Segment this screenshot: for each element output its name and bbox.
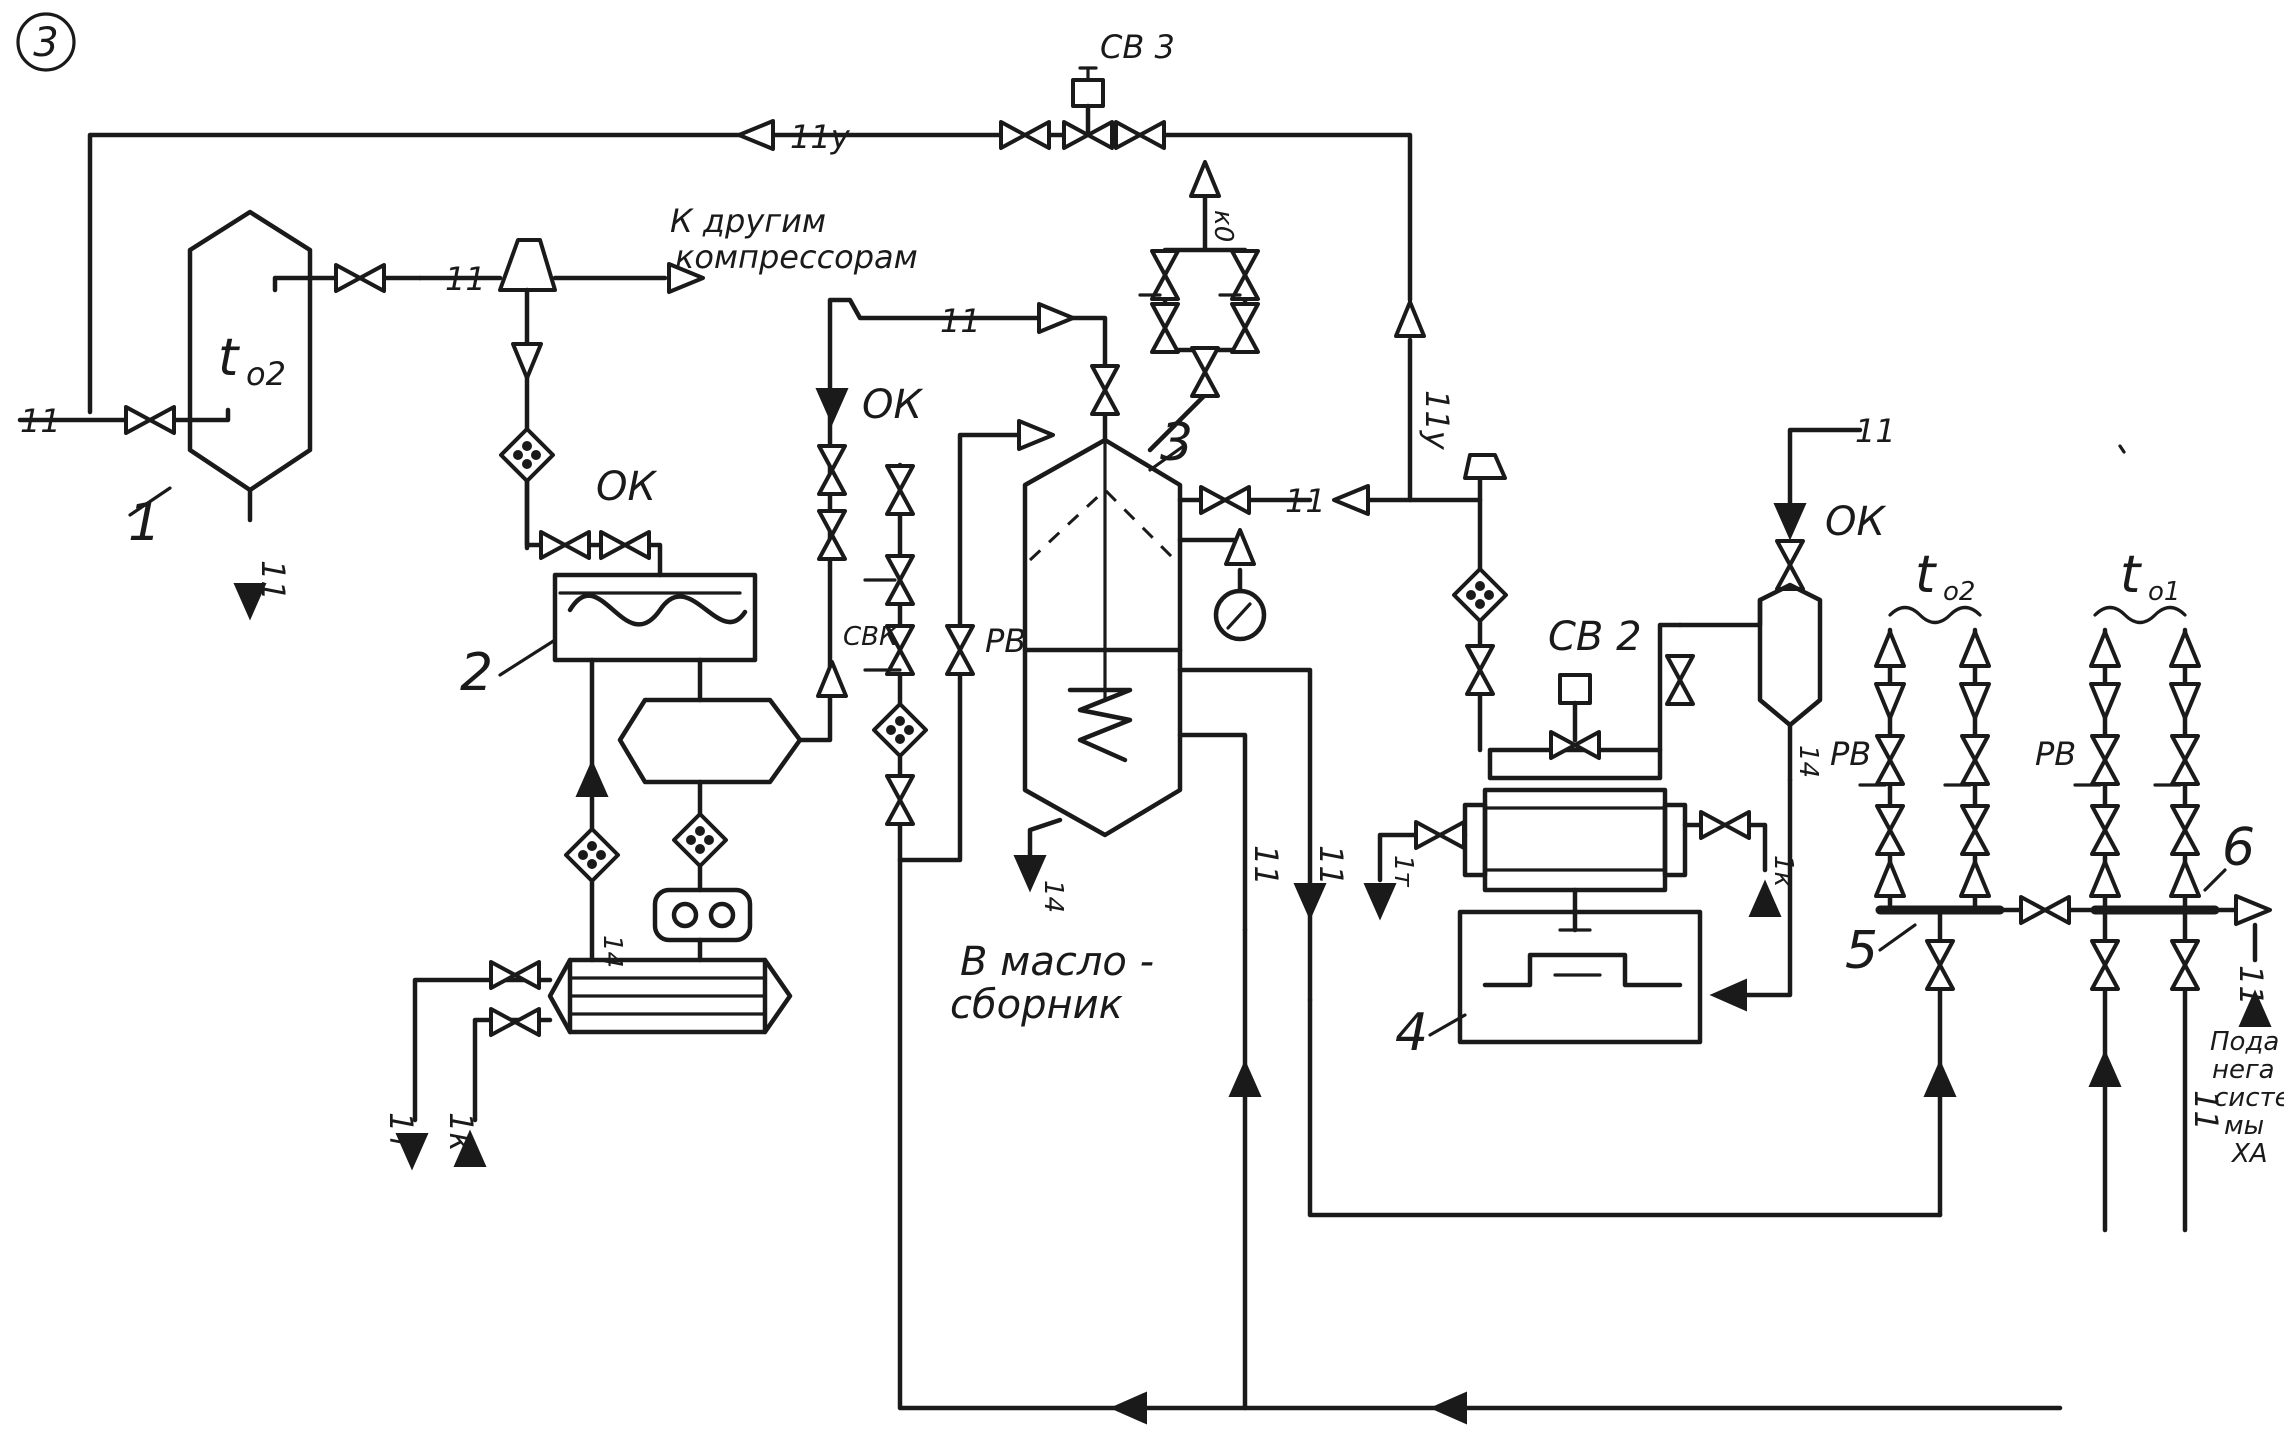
check-valve-ok-b: ОК bbox=[862, 382, 923, 428]
equipment-4-label: 4 bbox=[1395, 1003, 1428, 1063]
stream-11-v4: 11 bbox=[2187, 1090, 2225, 1131]
scan-mark bbox=[2118, 444, 2126, 454]
stream-11-v2: 11 bbox=[1312, 845, 1350, 886]
check-valve-ok-c: ОК bbox=[1825, 499, 1886, 545]
sheet-number-text: 3 bbox=[33, 20, 58, 66]
check-valve-ok-a: ОК bbox=[596, 464, 657, 510]
valve-cvk-label: СВК bbox=[843, 622, 899, 652]
valve-cv2-label: СВ 2 bbox=[1548, 614, 1642, 660]
svg-text:к0: к0 bbox=[1208, 210, 1238, 242]
svg-text:ХА: ХА bbox=[2230, 1139, 2268, 1169]
supply-note: Пода нега систе мы ХА bbox=[2210, 1027, 2284, 1169]
stream-11-right-top: 11 bbox=[1855, 412, 1896, 450]
svg-text:нега: нега bbox=[2212, 1055, 2275, 1085]
bypass-cvk-branch: СВК РВ bbox=[843, 419, 1055, 863]
stream-14-a: 14 bbox=[597, 935, 627, 968]
regulating-valve-pv-c: РВ bbox=[2035, 735, 2076, 773]
equipment-3-label: 3 bbox=[1160, 413, 1193, 473]
stream-11-v1: 11 bbox=[1247, 845, 1285, 886]
temp-to1-right-sub: o1 bbox=[2148, 577, 2180, 607]
safety-valve-cluster: к0 bbox=[1138, 160, 1260, 453]
stream-11-top1: 11 bbox=[445, 260, 486, 298]
temp-to2-label: t bbox=[218, 328, 240, 388]
sheet-number: 3 bbox=[16, 12, 76, 72]
manifold-6: t o1 РВ 11 6 11 Пода нега систе мы bbox=[2035, 545, 2284, 1233]
line-to-other-compressors: 11 К другим компрессорам ОК bbox=[417, 202, 918, 578]
vessel-1: t o2 11 1 11 bbox=[17, 209, 423, 619]
equipment-1-label: 1 bbox=[128, 493, 161, 553]
to-other-compressors-2: компрессорам bbox=[675, 238, 918, 276]
oil-collector-label-2: сборник bbox=[950, 982, 1123, 1028]
to-other-compressors-1: К другим bbox=[670, 202, 826, 240]
stream-1t-b: 1т bbox=[1388, 855, 1418, 888]
regulating-valve-pv-a: РВ bbox=[985, 622, 1026, 660]
unit-4: СВ 2 1т 1к 4 11 ОК 14 bbox=[1364, 412, 1896, 1063]
stream-11u-top: 11у bbox=[790, 118, 851, 156]
svg-text:систе: систе bbox=[2214, 1083, 2284, 1113]
manifold-5: t o2 РВ 5 11 bbox=[1294, 545, 2098, 1218]
regulating-valve-pv-b: РВ bbox=[1830, 735, 1871, 773]
vessel-3: 3 11 14 В масло - сборник bbox=[950, 337, 1507, 1028]
temp-to2-right: t bbox=[1915, 545, 1937, 605]
equipment-2-label: 2 bbox=[460, 643, 493, 703]
stream-1k-b: 1к bbox=[1768, 855, 1798, 888]
valve-cv3-label: СВ 3 bbox=[1100, 28, 1175, 66]
oil-collector-label-1: В масло - bbox=[960, 939, 1154, 985]
bottom-return-line: 11 bbox=[897, 845, 2063, 1424]
stream-11u-right: 11у bbox=[1418, 390, 1456, 451]
compressor-unit-2: 2 14 1т 1к bbox=[382, 572, 833, 1169]
stream-14-c: 14 bbox=[1793, 745, 1823, 778]
stream-11-mid2: 11 bbox=[1285, 482, 1326, 520]
temp-to2-sub: o2 bbox=[246, 355, 286, 393]
temp-to1-right: t bbox=[2120, 545, 2142, 605]
stream-14-b: 14 bbox=[1038, 880, 1068, 913]
equipment-6-label: 6 bbox=[2222, 818, 2255, 878]
top-line-11u: 11у СВ 3 11у bbox=[87, 28, 1456, 451]
stream-11-mid: 11 bbox=[940, 302, 981, 340]
equipment-5-label: 5 bbox=[1845, 921, 1878, 981]
stream-11-left: 11 bbox=[20, 402, 61, 440]
svg-text:мы: мы bbox=[2224, 1111, 2264, 1141]
temp-to2-right-sub: o2 bbox=[1943, 577, 1975, 607]
riser-ok-to-vessel-3: 11 ОК bbox=[816, 297, 1120, 698]
svg-text:Пода: Пода bbox=[2210, 1027, 2279, 1057]
